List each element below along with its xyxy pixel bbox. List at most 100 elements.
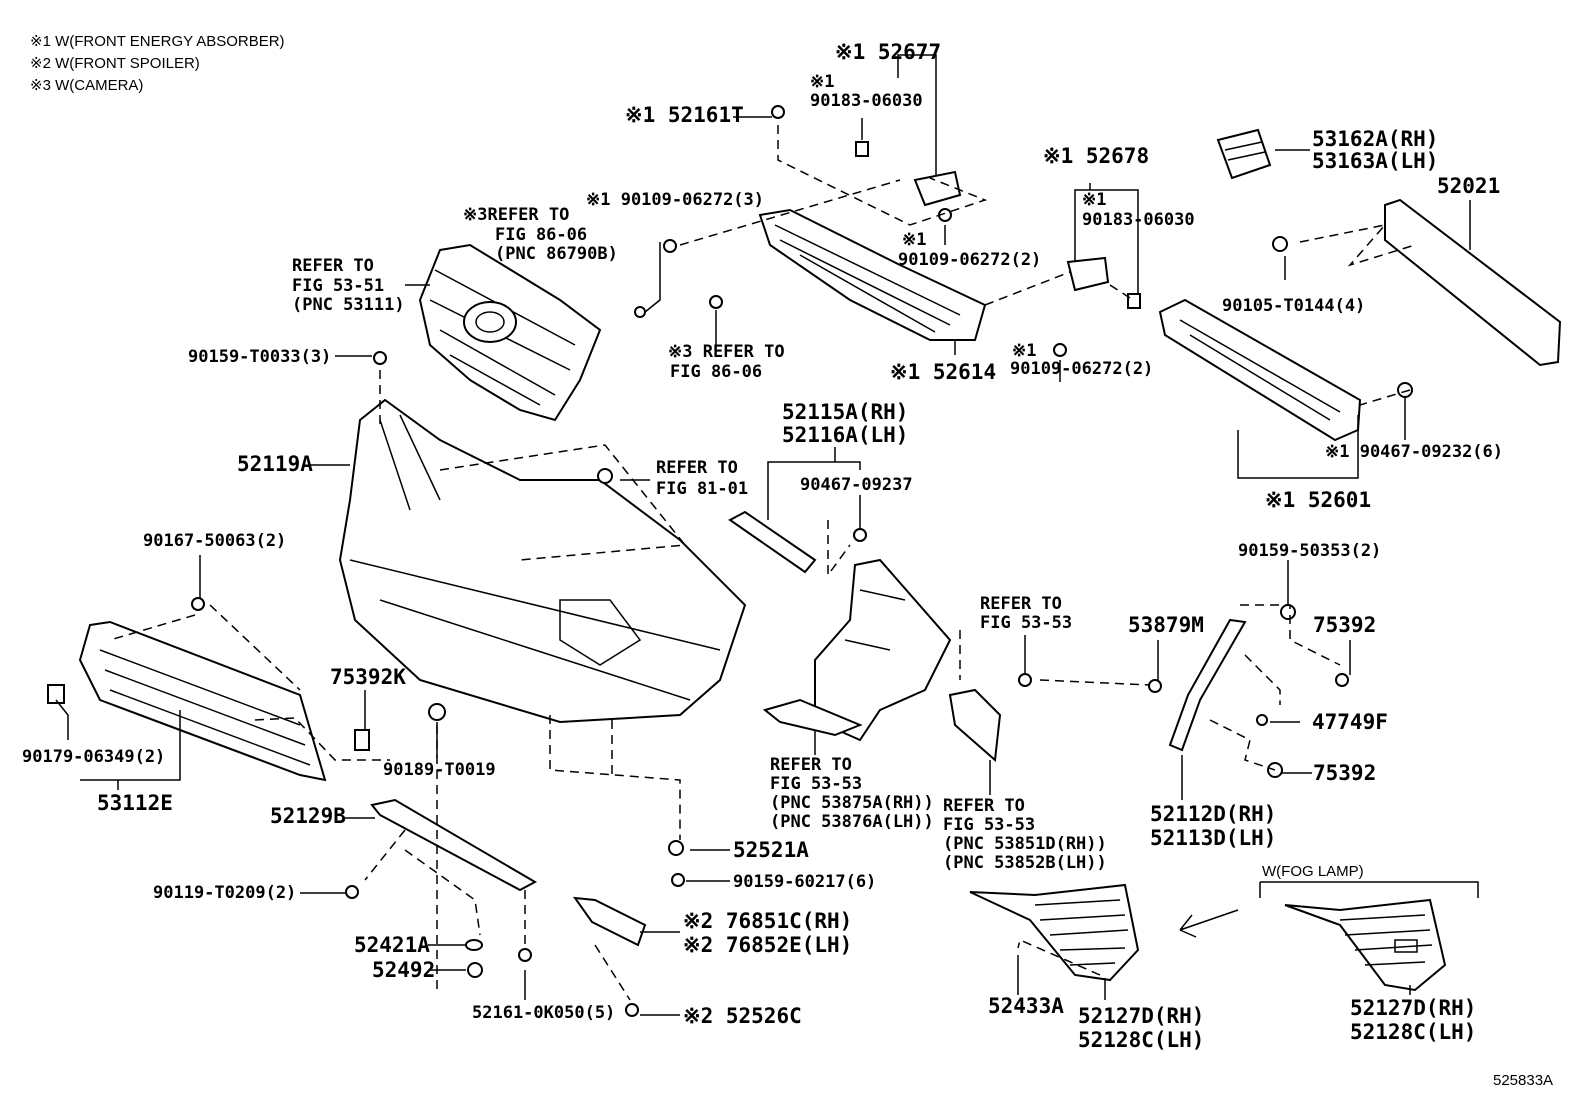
splash-shield [762,698,863,737]
nut-90183-b [1127,293,1141,309]
label-90105: 90105-T0144(4) [1222,296,1365,316]
clip-75392k [354,729,370,751]
label-90159c: 90159-60217(6) [733,872,876,892]
label-ref-cam2-1: ※3 REFER TO [668,342,785,362]
label-ref-5353b-2: FIG 53-53 [770,774,862,794]
label-53112e: 53112E [97,791,173,815]
label-ref-5353b-4: (PNC 53876A(LH)) [770,812,934,832]
label-ref-5353c-3: (PNC 53851D(RH)) [943,834,1107,854]
label-90183b-mark: ※1 [1082,190,1106,210]
label-52526c: ※2 52526C [683,1004,802,1028]
label-90179: 90179-06349(2) [22,747,165,767]
label-52421a: 52421A [354,933,430,957]
fasteners [191,105,1413,1017]
moulding-52112d [1168,618,1247,752]
label-52128c-a: 52128C(LH) [1078,1028,1204,1052]
label-90159a: 90159-T0033(3) [188,347,331,367]
upper-grille-52614 [758,208,987,341]
label-ref-grille-1: REFER TO [292,256,374,276]
bracket-52678 [1066,256,1110,292]
label-90109c-mark: ※1 [1012,341,1036,361]
label-52521a: 52521A [733,838,809,862]
label-90167: 90167-50063(2) [143,531,286,551]
label-ref-81-1: REFER TO [656,458,738,478]
label-53879m: 53879M [1128,613,1204,637]
label-52677: ※1 52677 [835,40,941,64]
label-75392a: 75392 [1313,613,1376,637]
cover-76851c [572,896,647,947]
label-52601: ※1 52601 [1265,488,1371,512]
label-90189: 90189-T0019 [383,760,496,780]
label-52113d: 52113D(LH) [1150,826,1276,850]
bracket-52677 [913,170,962,207]
label-ref-5353b-1: REFER TO [770,755,852,775]
label-52678: ※1 52678 [1043,144,1149,168]
arrow-icon [1179,909,1239,938]
leader-lines [55,54,1479,1016]
label-52492: 52492 [372,958,435,982]
label-52116a: 52116A(LH) [782,423,908,447]
label-90183a-mark: ※1 [810,72,834,92]
label-53162a: 53162A(RH) [1312,127,1438,151]
bumper-cover-52119a [338,398,747,724]
label-90109c: 90109-06272(2) [1010,359,1153,379]
radiator-grille [418,243,602,422]
label-53163a: 53163A(LH) [1312,149,1438,173]
label-52433a: 52433A [988,994,1064,1018]
label-ref-cam2-2: FIG 86-06 [670,362,762,382]
label-52115a: 52115A(RH) [782,400,908,424]
retainer-52115a [728,510,817,574]
energy-absorber-52601 [1158,298,1362,442]
label-ref-5353a-2: FIG 53-53 [980,613,1072,633]
label-75392k: 75392K [330,665,406,689]
label-ref-5353c-1: REFER TO [943,796,1025,816]
label-90109b: 90109-06272(2) [898,250,1041,270]
bumper-side-support [814,558,952,742]
label-ref-camera-3: (PNC 86790B) [495,244,618,264]
alignment-lines [109,125,1416,1001]
label-ref-camera-2: FIG 86-06 [495,225,587,245]
label-47749f: 47749F [1312,710,1388,734]
label-90183b: 90183-06030 [1082,210,1195,230]
label-76851c: ※2 76851C(RH) [683,909,852,933]
fog-cover-52127d-b [1284,898,1447,992]
label-ref-81-2: FIG 81-01 [656,479,748,499]
label-52021: 52021 [1437,174,1500,198]
nut-90183-a [855,141,869,157]
label-ref-5353b-3: (PNC 53875A(RH)) [770,793,934,813]
legend-note-1: ※1 W(FRONT ENERGY ABSORBER) [30,33,285,50]
label-52161t: ※1 52161T [625,103,744,127]
clip-90179 [47,684,65,704]
label-90109b-mark: ※1 [902,230,926,250]
label-ref-grille-2: FIG 53-51 [292,276,384,296]
label-52129b: 52129B [270,804,346,828]
label-ref-5353c-2: FIG 53-53 [943,815,1035,835]
spoiler-52129b [370,798,538,892]
mud-guard [948,688,1002,763]
figure-id: 525833A [1493,1072,1553,1089]
label-90109a: ※1 90109-06272(3) [586,190,764,210]
label-52119a: 52119A [237,452,313,476]
label-ref-5353c-4: (PNC 53852B(LH)) [943,853,1107,873]
label-76852e: ※2 76852E(LH) [683,933,852,957]
reinforcement-52021 [1384,198,1562,367]
fog-cover-52127d-a [969,883,1140,982]
label-90159b: 90159-50353(2) [1238,541,1381,561]
label-90467b: 90467-09237 [800,475,913,495]
label-52614: ※1 52614 [890,360,996,384]
label-ref-5353a-1: REFER TO [980,594,1062,614]
bracket-53162a [1216,128,1272,180]
label-52128c-b: 52128C(LH) [1350,1020,1476,1044]
label-52161k: 52161-0K050(5) [472,1003,615,1023]
label-fog-lamp: W(FOG LAMP) [1262,863,1364,880]
label-90183a: 90183-06030 [810,91,923,111]
legend-note-2: ※2 W(FRONT SPOILER) [30,55,200,72]
label-90119: 90119-T0209(2) [153,883,296,903]
label-75392b: 75392 [1313,761,1376,785]
legend-note-3: ※3 W(CAMERA) [30,77,143,94]
label-ref-camera-1: ※3REFER TO [463,205,569,225]
label-52127d-b: 52127D(RH) [1350,996,1476,1020]
label-90467a: ※1 90467-09232(6) [1325,442,1503,462]
